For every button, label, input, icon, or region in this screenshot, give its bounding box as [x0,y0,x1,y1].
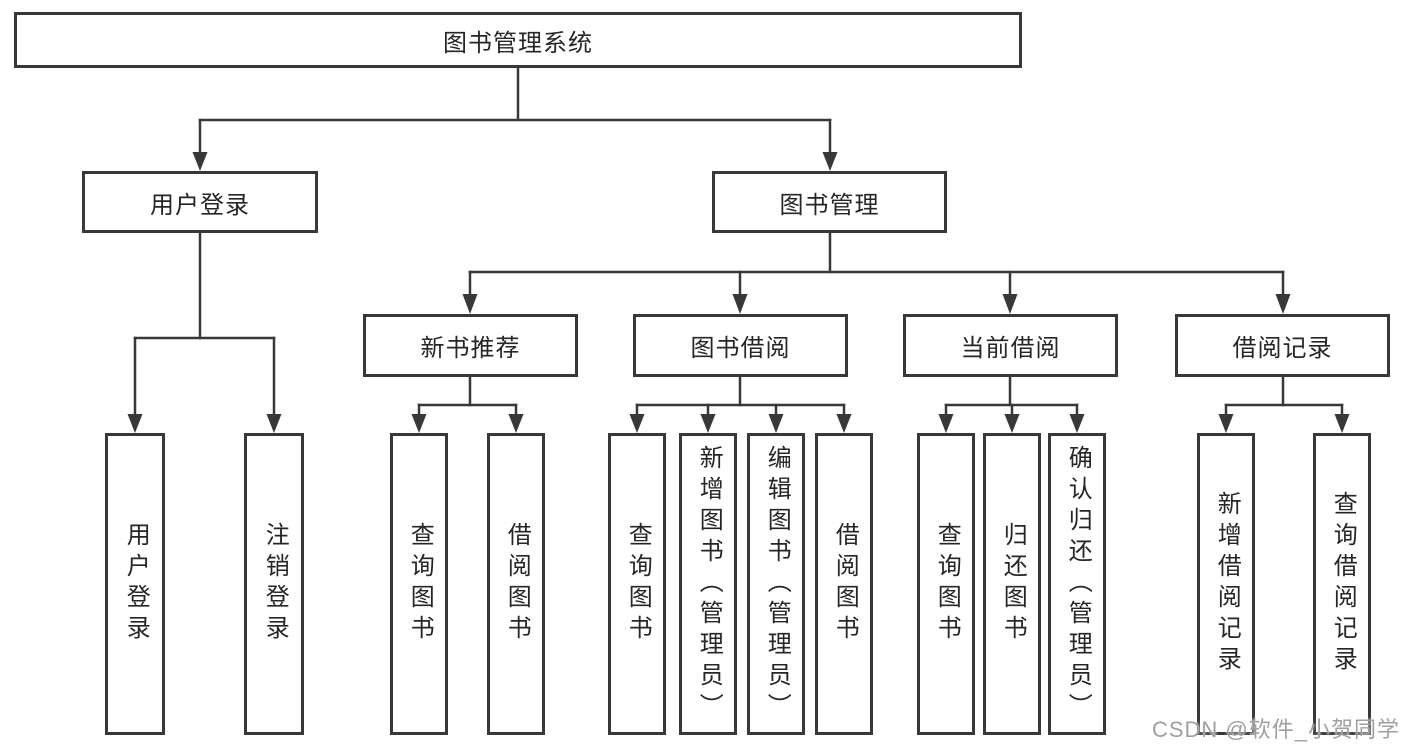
node-leaf-query-books-1: 查询图书 [390,433,448,735]
node-current-borrow: 当前借阅 [903,314,1118,377]
node-leaf-confirm-return-admin: 确认归还（管理员） [1048,433,1106,735]
leaf-label: 借阅图书 [831,522,859,646]
node-leaf-add-borrow-record: 新增借阅记录 [1197,433,1255,735]
leaf-label: 归还图书 [999,522,1027,646]
leaf-label: 编辑图书（管理员） [763,444,791,724]
node-leaf-edit-books-admin: 编辑图书（管理员） [747,433,805,735]
node-leaf-logout: 注销登录 [244,433,304,735]
leaf-label: 查询图书 [406,522,434,646]
node-leaf-return-books: 归还图书 [983,433,1041,735]
node-leaf-add-books-admin: 新增图书（管理员） [679,433,737,735]
node-leaf-borrow-books-2: 借阅图书 [815,433,873,735]
node-leaf-query-books-3: 查询图书 [917,433,975,735]
arrowheads [127,152,1350,433]
node-leaf-user-login: 用户登录 [105,433,165,735]
node-book-management: 图书管理 [712,171,947,233]
leaf-label: 查询图书 [624,522,652,646]
node-leaf-query-books-2: 查询图书 [608,433,666,735]
leaf-label: 注销登录 [261,522,289,646]
leaf-label: 查询借阅记录 [1329,491,1357,677]
leaf-label: 用户登录 [122,522,150,646]
node-book-borrow: 图书借阅 [633,314,848,377]
leaf-label: 确认归还（管理员） [1064,444,1092,724]
node-user-login: 用户登录 [82,171,318,233]
node-borrow-records: 借阅记录 [1175,314,1390,377]
node-leaf-query-borrow-record: 查询借阅记录 [1313,433,1371,735]
leaf-label: 借阅图书 [503,522,531,646]
leaf-label: 新增借阅记录 [1213,491,1241,677]
csdn-watermark: CSDN @软件_小贺同学 [1151,717,1400,742]
node-leaf-borrow-books-1: 借阅图书 [487,433,545,735]
node-root: 图书管理系统 [14,12,1022,68]
node-new-book-recommend: 新书推荐 [363,314,578,377]
leaf-label: 新增图书（管理员） [695,444,723,724]
leaf-label: 查询图书 [933,522,961,646]
